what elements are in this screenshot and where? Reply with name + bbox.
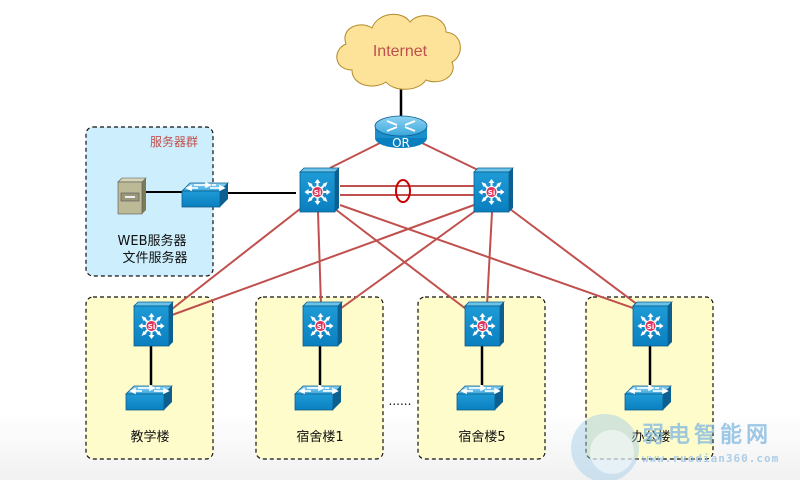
- layer3-switch-icon: [303, 302, 342, 346]
- b3-access-switch[interactable]: [456, 385, 504, 411]
- watermark-title: 弱电智能网: [642, 422, 772, 448]
- link-core1-b1: [171, 208, 301, 310]
- b1-distribution-switch[interactable]: [134, 302, 173, 346]
- link-core1-b4: [339, 204, 637, 310]
- building-zone-b1: [85, 296, 214, 460]
- link-core2-b3: [486, 211, 493, 306]
- internet-label: Internet: [373, 43, 428, 60]
- router-or[interactable]: OR: [374, 115, 428, 150]
- server-zone-label: 服务器群: [150, 134, 198, 149]
- server-switch[interactable]: [181, 182, 229, 208]
- building-label-b2: 宿舍楼1: [296, 429, 343, 445]
- core-switch-1[interactable]: [300, 168, 339, 212]
- server-label-web: WEB服务器: [118, 233, 187, 249]
- b4-distribution-switch[interactable]: [633, 302, 672, 346]
- b1-access-switch[interactable]: [125, 385, 173, 411]
- server-label-file: 文件服务器: [122, 250, 187, 266]
- layer3-switch-icon: [474, 168, 513, 212]
- b2-access-switch[interactable]: [294, 385, 342, 411]
- layer3-switch-icon: [465, 302, 504, 346]
- switch-icon: [456, 385, 504, 411]
- switch-icon: [294, 385, 342, 411]
- b2-distribution-switch[interactable]: [303, 302, 342, 346]
- b3-distribution-switch[interactable]: [465, 302, 504, 346]
- layer3-switch-icon: [300, 168, 339, 212]
- b4-access-switch[interactable]: [624, 385, 672, 411]
- link-router-core2: [421, 142, 479, 171]
- watermark-url: www.ruodian360.com: [642, 452, 779, 465]
- layer3-switch-icon: [134, 302, 173, 346]
- core-switch-2[interactable]: [474, 168, 513, 212]
- server[interactable]: [117, 177, 147, 215]
- layer3-switch-icon: [633, 302, 672, 346]
- cloud-icon: [336, 13, 461, 90]
- links-layer: [145, 88, 652, 385]
- building-label-b4: 办公楼: [631, 430, 670, 445]
- link-router-core1: [329, 142, 381, 169]
- watermark: 弱电智能网 www.ruodian360.com: [571, 414, 779, 480]
- link-core1-b2: [317, 211, 322, 306]
- switch-icon: [125, 385, 173, 411]
- internet-cloud[interactable]: Internet: [336, 13, 461, 90]
- switch-icon: [181, 182, 229, 208]
- etherchannel-symbol: [395, 179, 411, 203]
- switch-icon: [624, 385, 672, 411]
- building-label-b3: 宿舍楼5: [458, 429, 505, 445]
- router-label: OR: [392, 136, 410, 150]
- link-core1-b3: [334, 208, 467, 310]
- ellipsis-more-buildings: ......: [389, 394, 412, 408]
- server-icon: [117, 177, 147, 183]
- link-core2-b1: [171, 204, 475, 316]
- building-label-b1: 教学楼: [130, 429, 169, 445]
- link-core2-b2: [339, 208, 479, 310]
- link-core2-b4: [509, 208, 639, 306]
